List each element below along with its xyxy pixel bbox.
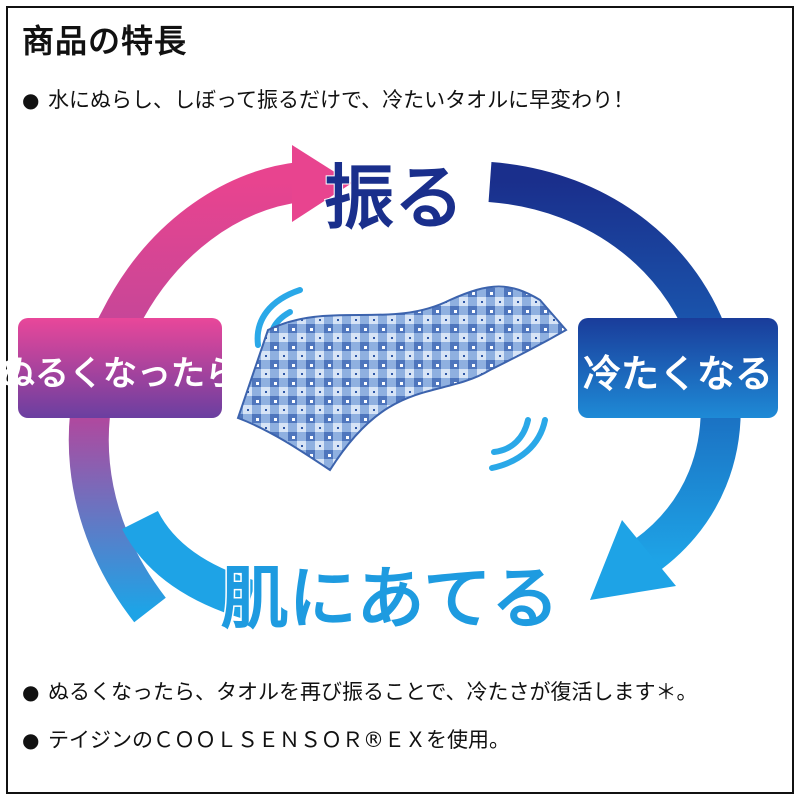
cycle-arc-bottom <box>122 510 256 620</box>
intro-text: 水にぬらし、しぼって振るだけで、冷たいタオルに早変わり！ <box>48 88 635 112</box>
arrowhead-to-shake <box>292 145 352 222</box>
bullet-icon: ● <box>22 680 40 704</box>
section-title: 商品の特長 <box>22 22 188 60</box>
footnote-text-1: ぬるくなったら、タオルを再び振ることで、冷たさが復活します＊。 <box>48 680 698 704</box>
arrowhead-to-skin <box>590 520 676 600</box>
footnote-line-1: ● ぬるくなったら、タオルを再び振ることで、冷たさが復活します＊。 <box>22 676 698 706</box>
footnote-line-2: ● テイジンのＣＯＯＬＳＥＮＳＯＲ®ＥＸを使用。 <box>22 724 510 754</box>
footnote-text-2: テイジンのＣＯＯＬＳＥＮＳＯＲ®ＥＸを使用。 <box>48 728 510 752</box>
bullet-icon: ● <box>22 728 40 752</box>
intro-line: ● 水にぬらし、しぼって振るだけで、冷たいタオルに早変わり！ <box>22 84 634 114</box>
towel-image <box>236 285 568 472</box>
step-box-cool <box>578 318 778 418</box>
step-cool-text: 冷たくなる <box>583 352 773 396</box>
bullet-icon: ● <box>22 88 40 112</box>
step-lukewarm-text: ぬるくなったら <box>1 354 239 394</box>
step-box-lukewarm <box>18 318 222 418</box>
step-apply-text: 肌にあてる <box>221 560 560 639</box>
step-shake-text: 振る <box>324 157 464 239</box>
